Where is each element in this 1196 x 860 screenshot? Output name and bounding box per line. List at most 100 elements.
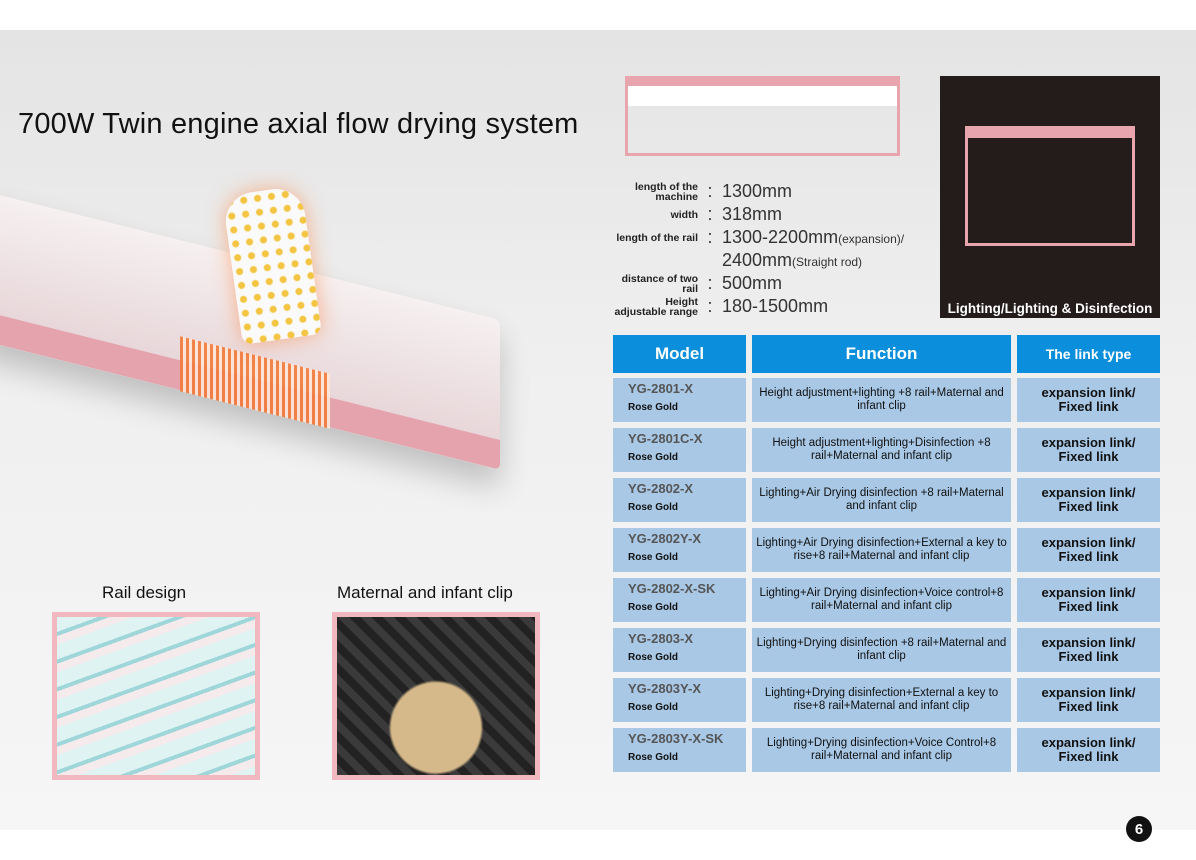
spec-label: Height adjustable range — [614, 295, 698, 318]
lighting-caption: Lighting/Lighting & Disinfection — [947, 301, 1153, 316]
link-type-1: expansion link/ — [1041, 635, 1136, 650]
link-type-cell: expansion link/Fixed link — [1017, 728, 1160, 772]
spec-value: 180-1500mm — [722, 296, 828, 317]
spec-row: length of the machine:1300mm — [612, 180, 942, 203]
spec-value-text: 180-1500mm — [722, 296, 829, 316]
spec-value-text: 500mm — [722, 273, 783, 293]
model-name: YG-2802Y-X — [628, 531, 701, 546]
link-type-1: expansion link/ — [1041, 385, 1136, 400]
spec-row: length of the rail:1300-2200mm(expansion… — [612, 226, 942, 249]
link-type-2: Fixed link — [1058, 549, 1119, 564]
function-cell: Lighting+Air Drying disinfection +8 rail… — [752, 478, 1011, 522]
model-name: YG-2803Y-X-SK — [628, 731, 724, 746]
spec-row: distance of two rail:500mm — [612, 272, 942, 295]
model-cell: YG-2802-X-SK Rose Gold — [613, 578, 746, 622]
header-model: Model — [613, 335, 746, 373]
spec-value-text: 318mm — [722, 204, 783, 224]
model-name: YG-2801-X — [628, 381, 694, 396]
link-type-cell: expansion link/Fixed link — [1017, 378, 1160, 422]
link-type-cell: expansion link/Fixed link — [1017, 578, 1160, 622]
model-name: YG-2801C-X — [628, 431, 703, 446]
spec-value-text: 1300-2200mm — [722, 227, 839, 247]
rail-design-image — [52, 612, 260, 780]
model-table: Model Function The link type YG-2801-X Ro… — [613, 335, 1161, 778]
spec-note: (Straight rod) — [792, 255, 863, 269]
model-cell: YG-2803-X Rose Gold — [613, 628, 746, 672]
link-type-cell: expansion link/Fixed link — [1017, 428, 1160, 472]
spec-note: (expansion)/ — [838, 232, 905, 246]
link-type-2: Fixed link — [1058, 599, 1119, 614]
page-number: 6 — [1126, 816, 1152, 842]
spec-value: 2400mm(Straight rod) — [722, 250, 862, 271]
function-cell: Height adjustment+lighting+Disinfection … — [752, 428, 1011, 472]
page-title: 700W Twin engine axial flow drying syste… — [18, 108, 579, 140]
function-cell: Lighting+Air Drying disinfection+Externa… — [752, 528, 1011, 572]
table-row: YG-2801C-X Rose Gold Height adjustment+lig… — [613, 428, 1161, 472]
function-cell: Height adjustment+lighting +8 rail+Mater… — [752, 378, 1011, 422]
spec-row: width:318mm — [612, 203, 942, 226]
spec-value: 318mm — [722, 204, 782, 225]
spec-colon: : — [707, 273, 713, 293]
model-cell: YG-2802Y-X Rose Gold — [613, 528, 746, 572]
link-type-1: expansion link/ — [1041, 435, 1136, 450]
link-type-2: Fixed link — [1058, 449, 1119, 464]
spec-row: Height adjustable range:180-1500mm — [612, 295, 942, 318]
model-color: Rose Gold — [628, 402, 679, 413]
model-cell: YG-2803Y-X Rose Gold — [613, 678, 746, 722]
link-type-2: Fixed link — [1058, 649, 1119, 664]
table-row: YG-2803-X Rose Gold Lighting+Drying disinf… — [613, 628, 1161, 672]
rack-product-image — [625, 76, 900, 156]
maternal-clip-label: Maternal and infant clip — [337, 583, 513, 602]
model-color: Rose Gold — [628, 752, 679, 763]
maternal-clip-image — [332, 612, 540, 780]
function-cell: Lighting+Drying disinfection +8 rail+Mat… — [752, 628, 1011, 672]
rail-design-label: Rail design — [102, 583, 187, 602]
lighting-product-image: Lighting/Lighting & Disinfection — [940, 76, 1160, 318]
spec-label: distance of two rail — [621, 272, 698, 295]
spec-value-text: 1300mm — [722, 181, 793, 201]
spec-value-text: 2400mm — [722, 250, 793, 270]
spec-value: 500mm — [722, 273, 782, 294]
link-type-1: expansion link/ — [1041, 685, 1136, 700]
model-color: Rose Gold — [628, 452, 679, 463]
link-type-cell: expansion link/Fixed link — [1017, 478, 1160, 522]
link-type-2: Fixed link — [1058, 749, 1119, 764]
spec-label: width — [670, 208, 698, 221]
function-cell: Lighting+Air Drying disinfection+Voice c… — [752, 578, 1011, 622]
model-name: YG-2802-X-SK — [628, 581, 716, 596]
spec-label: length of the rail — [616, 231, 698, 244]
model-name: YG-2803Y-X — [628, 681, 701, 696]
link-type-1: expansion link/ — [1041, 735, 1136, 750]
model-name: YG-2803-X — [628, 631, 694, 646]
spec-label: length of the machine — [635, 180, 698, 203]
link-type-1: expansion link/ — [1041, 535, 1136, 550]
table-row: YG-2802-X-SK Rose Gold Lighting+Air Drying… — [613, 578, 1161, 622]
model-color: Rose Gold — [628, 602, 679, 613]
model-color: Rose Gold — [628, 502, 679, 513]
link-type-2: Fixed link — [1058, 499, 1119, 514]
model-cell: YG-2801-X Rose Gold — [613, 378, 746, 422]
model-color: Rose Gold — [628, 702, 679, 713]
model-color: Rose Gold — [628, 552, 679, 563]
link-type-2: Fixed link — [1058, 399, 1119, 414]
link-type-cell: expansion link/Fixed link — [1017, 628, 1160, 672]
spec-colon: : — [707, 204, 713, 224]
link-type-1: expansion link/ — [1041, 585, 1136, 600]
table-row: YG-2801-X Rose Gold Height adjustment+ligh… — [613, 378, 1161, 422]
spec-colon: : — [707, 296, 713, 316]
link-type-1: expansion link/ — [1041, 485, 1136, 500]
model-color: Rose Gold — [628, 652, 679, 663]
spec-colon: : — [707, 227, 713, 247]
table-row: YG-2803Y-X-SK Rose Gold Lighting+Drying di… — [613, 728, 1161, 772]
function-cell: Lighting+Drying disinfection+Voice Contr… — [752, 728, 1011, 772]
spec-value: 1300-2200mm(expansion)/ — [722, 227, 904, 248]
table-header: Model Function The link type — [613, 335, 1161, 373]
header-link-type: The link type — [1017, 335, 1160, 373]
link-type-cell: expansion link/Fixed link — [1017, 528, 1160, 572]
rack-mini-image — [965, 126, 1135, 246]
link-type-2: Fixed link — [1058, 699, 1119, 714]
function-cell: Lighting+Drying disinfection+External a … — [752, 678, 1011, 722]
